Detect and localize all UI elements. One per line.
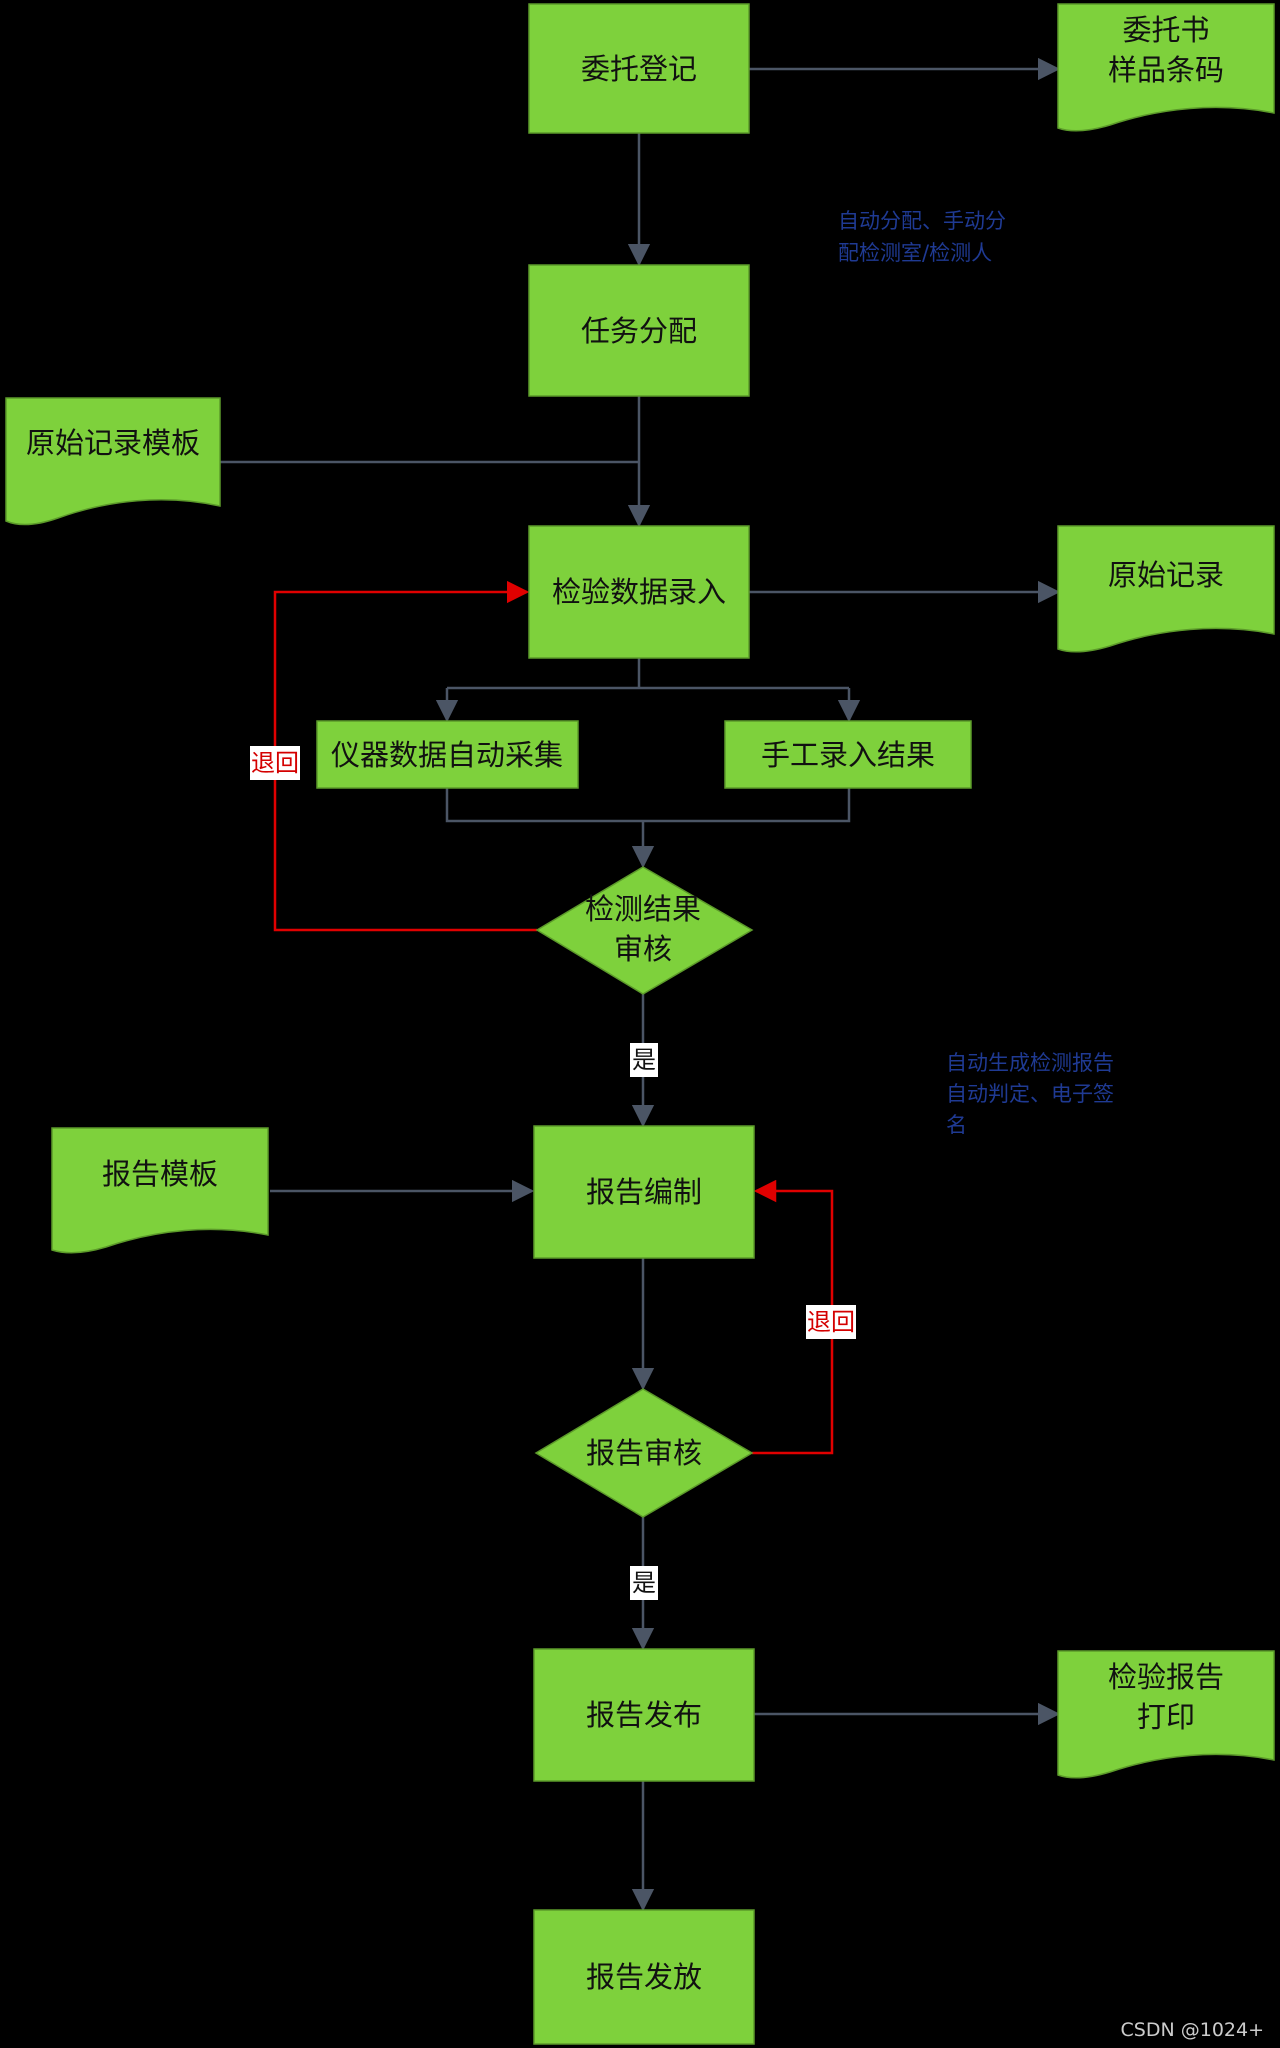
node-manual-entry-label: 手工录入结果 [761,738,935,772]
return-label-1: 退回 [251,749,299,777]
doc-commission-label-line2: 样品条码 [1108,53,1224,87]
node-assign-box [528,264,750,397]
return-label-2-bg [806,1305,856,1339]
doc-raw-record-shape [1057,525,1275,653]
doc-record-template-shape [5,397,221,526]
report-note-line2: 自动判定、电子签 [946,1082,1114,1106]
yes-label-2: 是 [632,1569,656,1597]
node-compile-box [533,1125,755,1259]
node-assign-label: 任务分配 [581,314,697,348]
document-nodes [5,3,1275,1779]
node-report-review-diamond [534,1388,754,1518]
process-nodes [316,3,972,2045]
assign-note-line1: 自动分配、手动分 [838,209,1006,233]
node-register-box [528,3,750,134]
doc-report-template-label: 报告模板 [102,1157,218,1191]
node-auto-collect-box [316,720,579,789]
assign-note-line2: 配检测室/检测人 [838,241,992,265]
document-labels: 委托书 样品条码 原始记录模板 原始记录 报告模板 检验报告 打印 [26,13,1224,1734]
node-publish-box [533,1648,755,1782]
node-compile-label: 报告编制 [586,1175,702,1209]
watermark-text: CSDN @1024+ [1121,2019,1264,2041]
node-register-label: 委托登记 [581,52,697,86]
report-note-line3: 名 [946,1113,967,1137]
doc-report-print-shape [1057,1650,1275,1779]
connectors [220,57,1061,1912]
node-result-review-label-line2: 审核 [614,932,672,966]
node-distribute-label: 报告发放 [586,1960,702,1994]
return-label-2: 退回 [807,1308,855,1336]
yes-label-2-bg [630,1566,658,1600]
node-report-review-label: 报告审核 [586,1436,702,1470]
node-auto-collect-label: 仪器数据自动采集 [331,738,563,772]
edge-labels: 退回 退回 是 是 [250,746,856,1600]
node-labels: 委托登记 任务分配 检验数据录入 仪器数据自动采集 手工录入结果 检测结果 审核… [331,52,935,1994]
doc-record-template-label: 原始记录模板 [26,426,200,460]
doc-report-print-label-line2: 打印 [1137,1700,1195,1734]
doc-raw-record-label: 原始记录 [1108,558,1224,592]
node-result-review-label-line1: 检测结果 [585,892,701,926]
node-publish-label: 报告发布 [586,1698,702,1732]
node-manual-entry-box [724,720,972,789]
doc-report-template-shape [51,1127,269,1254]
return-label-1-bg [250,746,300,780]
yes-label-1-bg [630,1043,658,1077]
doc-commission-label-line1: 委托书 [1122,13,1209,47]
node-distribute-box [533,1909,755,2045]
node-result-review-diamond [535,866,754,995]
doc-commission-shape [1057,3,1275,132]
edge-merge [445,788,851,823]
node-entry-label: 检验数据录入 [552,575,726,609]
decision-nodes [534,866,754,1518]
yes-label-1: 是 [632,1046,656,1074]
doc-report-print-label-line1: 检验报告 [1108,1660,1224,1694]
annotation-notes: 自动分配、手动分 配检测室/检测人 自动生成检测报告 自动判定、电子签 名 [838,209,1114,1137]
report-note-line1: 自动生成检测报告 [946,1051,1114,1075]
node-entry-box [528,525,750,659]
